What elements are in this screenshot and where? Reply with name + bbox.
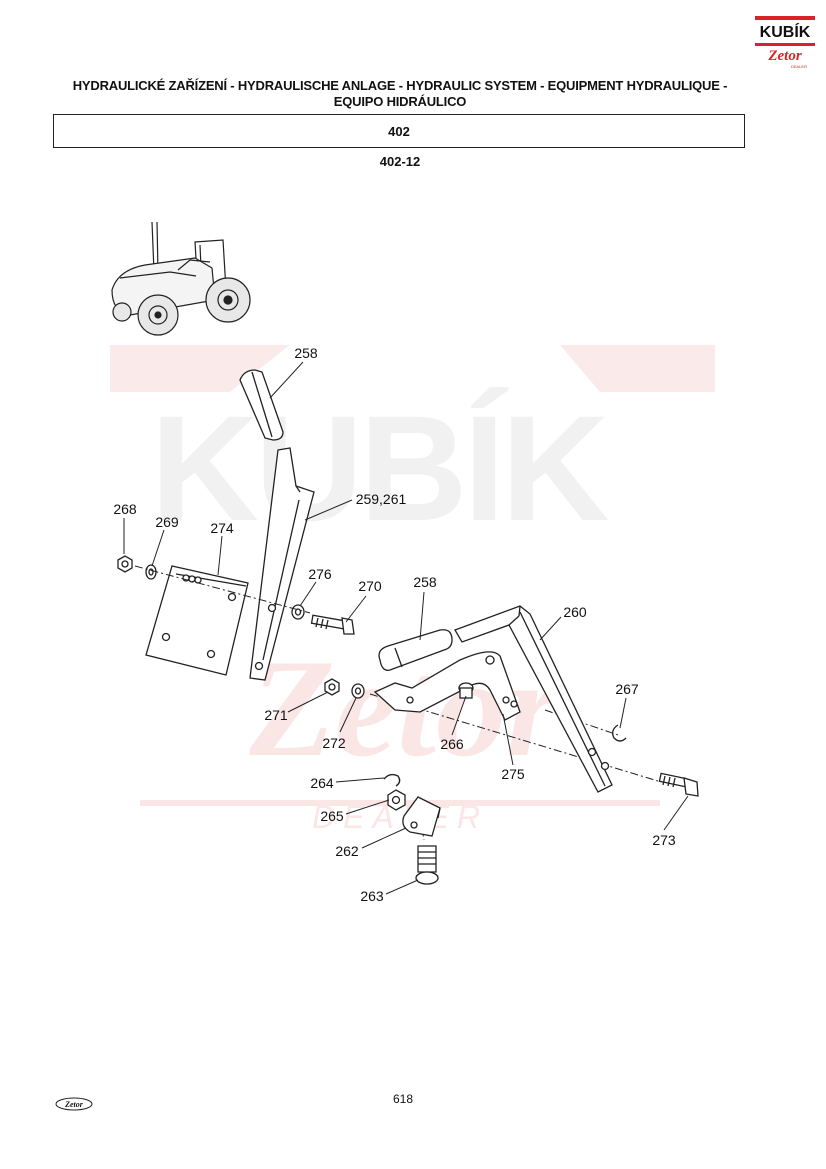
part-263-bolt: [415, 845, 439, 885]
part-labels: 258 259,261 268 269 274 276 270 258 260 …: [113, 345, 676, 904]
tractor-illustration: [111, 221, 251, 336]
label-273: 273: [652, 832, 676, 848]
label-259-261: 259,261: [356, 491, 407, 507]
label-262: 262: [335, 843, 359, 859]
label-272: 272: [322, 735, 346, 751]
label-271: 271: [264, 707, 288, 723]
part-275-arm: [373, 651, 521, 721]
label-275: 275: [501, 766, 525, 782]
part-268-nut: [117, 555, 133, 573]
label-274: 274: [210, 520, 234, 536]
title-line-1: HYDRAULICKÉ ZAŘÍZENÍ - HYDRAULISCHE ANLA…: [72, 78, 728, 93]
label-267: 267: [615, 681, 639, 697]
part-266-pin: [458, 682, 474, 699]
title-line-2: EQUIPO HIDRÁULICO: [333, 94, 467, 109]
leader-lines: [123, 361, 689, 895]
label-265: 265: [320, 808, 344, 824]
part-267-clip: [612, 724, 627, 742]
part-265-nut: [387, 789, 406, 811]
subsection-number: 402-12: [379, 154, 421, 169]
footer-zetor-logo: Zetor: [55, 1097, 93, 1111]
part-258-lower-knob: [378, 629, 453, 671]
label-268: 268: [113, 501, 137, 517]
page-title: HYDRAULICKÉ ZAŘÍZENÍ - HYDRAULISCHE ANLA…: [40, 78, 760, 110]
logo-sub-text: Zetor: [767, 48, 801, 64]
page-number: 618: [392, 1092, 414, 1106]
section-box: 402: [53, 114, 745, 148]
kubik-zetor-logo: KUBÍK Zetor DEALER: [755, 16, 815, 69]
section-number: 402: [388, 124, 410, 139]
part-259-lever: [249, 447, 315, 681]
logo-brand-text: KUBÍK: [760, 22, 811, 41]
label-264: 264: [310, 775, 334, 791]
part-264-clip: [383, 773, 401, 787]
label-258-upper: 258: [294, 345, 318, 361]
part-274-plate: [145, 565, 249, 676]
label-263: 263: [360, 888, 384, 904]
label-266: 266: [440, 736, 464, 752]
part-271-nut: [324, 678, 340, 696]
part-260-bracket: [454, 605, 613, 793]
part-269-washer: [145, 564, 157, 580]
label-269: 269: [155, 514, 179, 530]
footer-logo-text: Zetor: [64, 1100, 84, 1109]
part-262-bracket: [402, 796, 441, 837]
part-272-washer: [351, 683, 365, 699]
label-258-lower: 258: [413, 574, 437, 590]
part-258-upper-knob: [239, 369, 284, 441]
label-270: 270: [358, 578, 382, 594]
part-273-bolt: [658, 772, 699, 797]
logo-tag-text: DEALER: [791, 64, 807, 69]
label-276: 276: [308, 566, 332, 582]
part-276-washer: [291, 604, 305, 620]
watermark-brand: KUBÍK: [151, 384, 609, 552]
label-260: 260: [563, 604, 587, 620]
